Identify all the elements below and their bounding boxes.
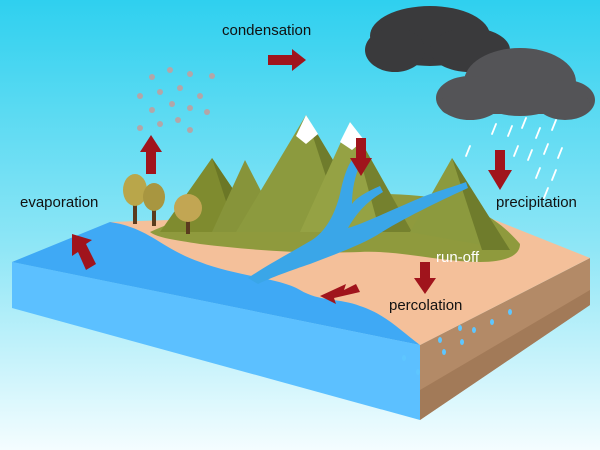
cloud-icon xyxy=(365,6,595,120)
droplets xyxy=(402,309,512,375)
arrow-precipitation xyxy=(488,150,512,190)
water-front-face xyxy=(12,262,420,420)
arrow-evaporation-land xyxy=(140,135,162,174)
river xyxy=(248,160,468,284)
label-percolation: percolation xyxy=(389,297,462,314)
arrow-evaporation-sea xyxy=(72,234,96,270)
label-evaporation: evaporation xyxy=(20,194,98,211)
label-runoff: run-off xyxy=(436,249,480,266)
arrow-precipitation-mountain xyxy=(350,138,372,176)
rain-icon xyxy=(465,117,563,199)
tree-icon xyxy=(123,174,202,234)
sea-top xyxy=(12,222,420,345)
vapor-dots xyxy=(137,67,215,133)
soil-side-shade xyxy=(420,290,590,420)
arrow-icon xyxy=(72,49,512,304)
label-precipitation: precipitation xyxy=(496,194,577,211)
arrow-percolation xyxy=(414,262,436,294)
label-condensation: condensation xyxy=(222,22,311,39)
arrow-condensation xyxy=(268,49,306,71)
arrow-runoff xyxy=(320,284,360,304)
